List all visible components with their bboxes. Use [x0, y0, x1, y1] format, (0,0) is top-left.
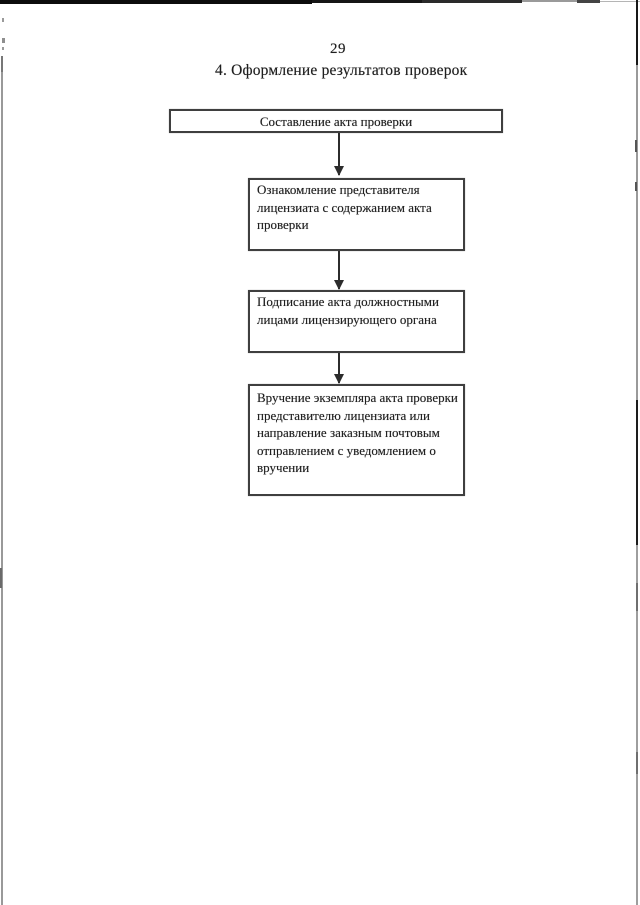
section-heading: 4. Оформление результатов проверок [215, 62, 468, 79]
scan-artifact-top-bar [577, 0, 600, 3]
page-number: 29 [330, 41, 346, 57]
scan-artifact-right-edge [636, 0, 638, 65]
scan-artifact-left-edge [0, 568, 2, 588]
scan-artifact-right-edge [635, 140, 637, 152]
scan-artifact-left-edge [1, 56, 3, 72]
scan-artifact-left-edge [2, 38, 5, 43]
flowchart-box-signing: Подписание акта должностными лицами лице… [248, 290, 465, 353]
flowchart-box-familiarization: Ознакомление представителя лицензиата с … [248, 178, 465, 251]
scan-artifact-top-bar [522, 0, 577, 2]
scan-artifact-right-edge [636, 545, 638, 905]
arrowhead-down-icon [334, 280, 344, 290]
scan-artifact-top-bar [0, 0, 312, 4]
scan-artifact-top-bar [600, 1, 640, 2]
scan-artifact-left-edge [1, 72, 3, 905]
arrowhead-down-icon [334, 166, 344, 176]
scan-artifact-right-edge [636, 400, 638, 545]
scan-artifact-left-edge [2, 47, 4, 50]
scan-artifact-top-bar [312, 0, 422, 3]
flowchart-box-act-drafting: Составление акта проверки [169, 109, 503, 133]
flow-connector-down [334, 353, 344, 384]
arrowhead-down-icon [334, 374, 344, 384]
scan-artifact-right-edge [635, 182, 637, 191]
flow-connector-down [334, 133, 344, 176]
scan-artifact-left-edge [2, 18, 4, 22]
flow-connector-down [334, 251, 344, 290]
scan-artifact-right-edge [636, 752, 638, 774]
scan-artifact-right-edge [636, 583, 638, 611]
scan-artifact-right-edge [636, 65, 638, 400]
scan-artifact-top-bar [422, 0, 522, 3]
flowchart-box-delivery: Вручение экземпляра акта проверки предст… [248, 384, 465, 496]
